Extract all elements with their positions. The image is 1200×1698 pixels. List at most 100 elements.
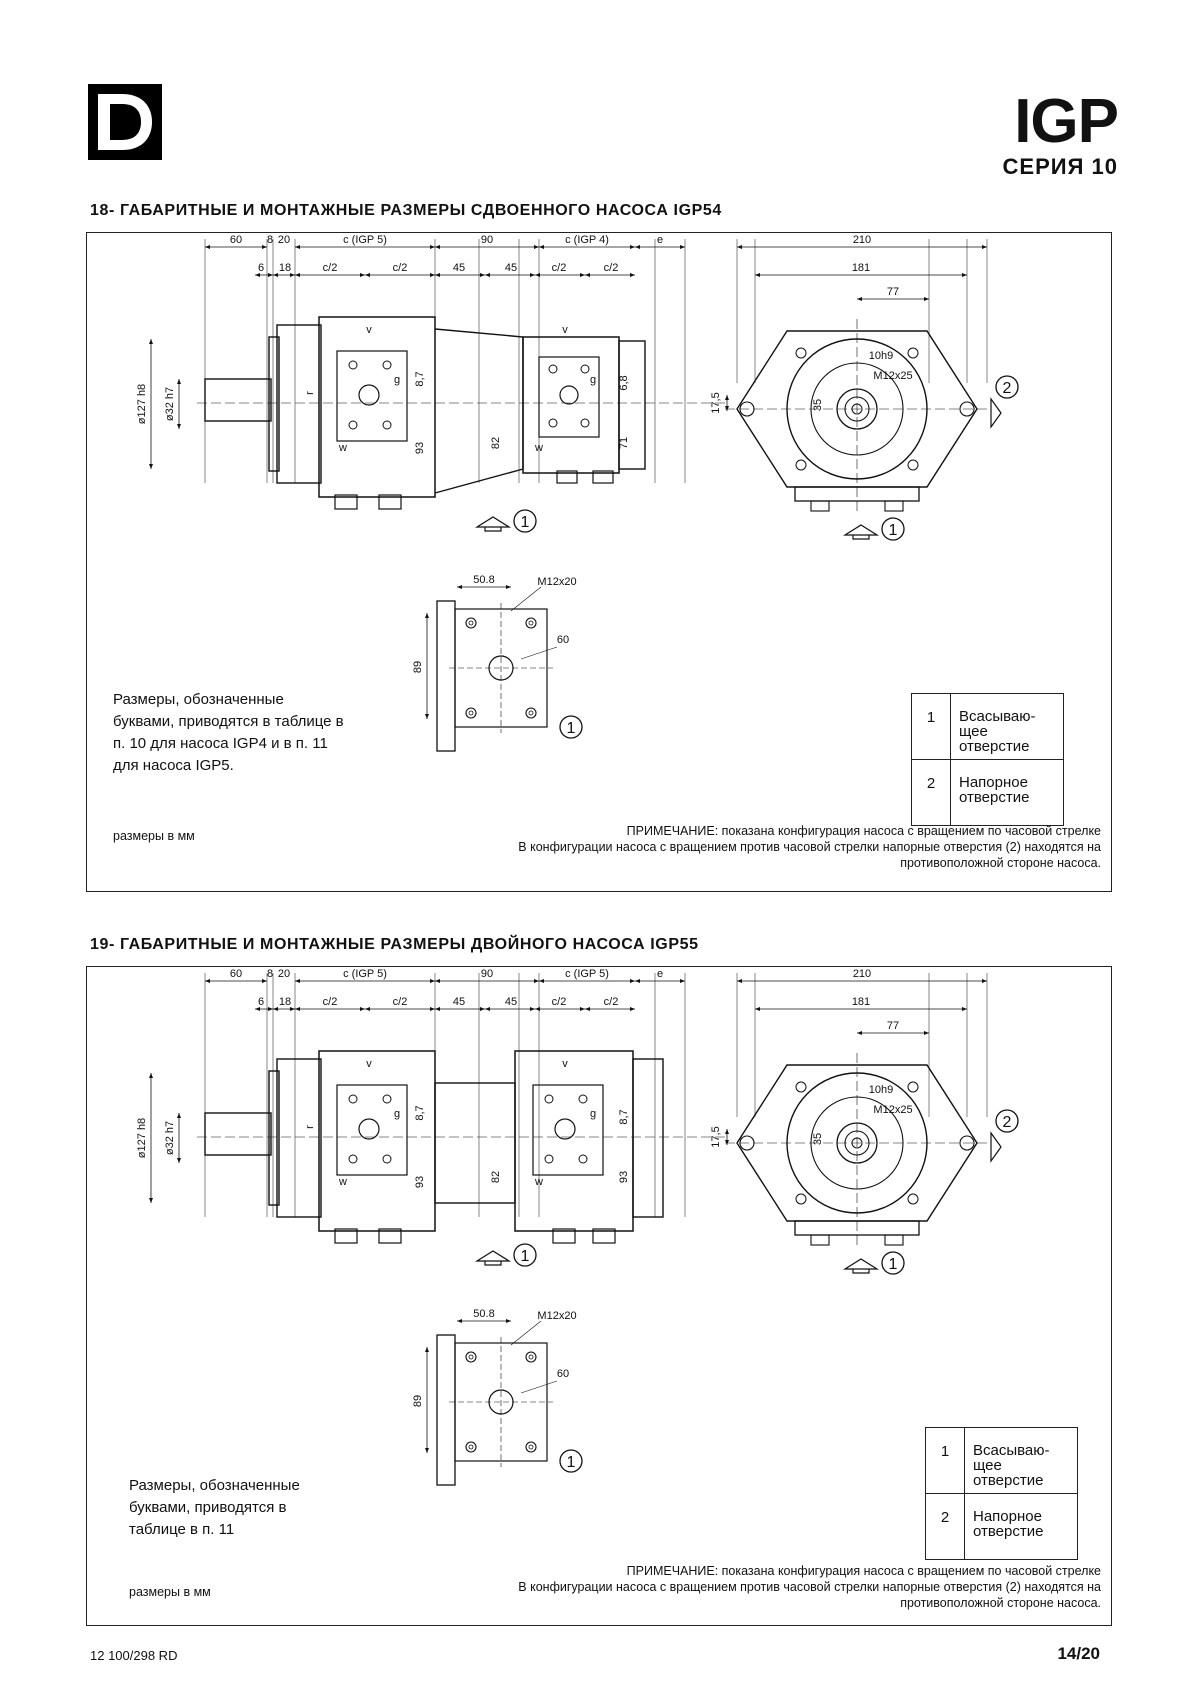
dimension-arrow	[480, 1007, 485, 1011]
dimension-arrow	[430, 1007, 435, 1011]
pump-port-flange	[336, 1084, 408, 1176]
dimension-label: 6,8	[618, 375, 630, 390]
bolt-hole	[468, 620, 474, 626]
dimension-label: 10h9	[869, 350, 893, 362]
legend-line: отверстие	[973, 1523, 1044, 1540]
dimension-label: 181	[852, 262, 870, 274]
note-line: В конфигурации насоса с вращением против…	[518, 1580, 1101, 1594]
mounting-flange	[268, 1070, 280, 1206]
mounting-flange	[436, 600, 456, 752]
bolt-hole	[525, 707, 537, 719]
dimension-label: 77	[887, 286, 899, 298]
dimension-label: v	[366, 324, 372, 336]
dimension-arrow	[425, 1448, 429, 1453]
dimension-label: c/2	[323, 262, 338, 274]
dimension-arrow	[580, 1007, 585, 1011]
dimension-arrow	[725, 1129, 729, 1134]
dimension-label: 2	[1003, 380, 1012, 397]
dimension-arrow	[262, 245, 267, 249]
brand-logo	[88, 84, 162, 160]
note-line: В конфигурации насоса с вращением против…	[518, 840, 1101, 854]
dimension-label: g	[590, 1108, 596, 1120]
dimension-arrow	[435, 273, 440, 277]
drawing-line	[510, 586, 542, 612]
dimension-label: 1	[567, 720, 576, 737]
dimension-label: 18	[279, 996, 291, 1008]
dimension-arrow	[485, 273, 490, 277]
dimension-label: 90	[481, 234, 493, 246]
dimension-label: 77	[887, 1020, 899, 1032]
dimension-label: 8	[267, 234, 273, 246]
note-line: буквами, приводятся в таблице в	[113, 713, 344, 730]
dimension-arrow	[273, 273, 278, 277]
bolt-hole	[525, 1351, 537, 1363]
note-line: ПРИМЕЧАНИЕ: показана конфигурация насоса…	[626, 824, 1101, 838]
dimension-arrow	[360, 273, 365, 277]
dimension-arrow	[205, 245, 210, 249]
pump-port-flange	[532, 1084, 604, 1176]
dimension-arrow	[539, 245, 544, 249]
dimension-arrow	[255, 1007, 260, 1011]
dimension-label: 82	[490, 437, 502, 449]
bolt-hole	[578, 1154, 588, 1164]
drawing-line	[510, 1320, 542, 1346]
dimension-label: 90	[481, 968, 493, 980]
drawing-line	[520, 646, 558, 660]
legend-line: отверстие	[973, 1472, 1044, 1489]
dimension-arrow	[177, 1158, 181, 1163]
port-fitting	[592, 470, 614, 484]
port-reference-circle	[513, 1243, 537, 1267]
dimension-label: 181	[852, 996, 870, 1008]
section-18-units: размеры в мм	[113, 829, 195, 843]
port-fitting	[556, 470, 578, 484]
flow-arrow-icon	[474, 516, 512, 532]
port-reference-circle	[995, 1109, 1019, 1133]
dimension-label: 45	[453, 262, 465, 274]
dimension-arrow	[425, 1347, 429, 1352]
port-reference-circle	[513, 509, 537, 533]
intermediate-housing	[434, 1082, 516, 1204]
legend-line: Всасываю-	[973, 1442, 1050, 1459]
dimension-arrow	[924, 1031, 929, 1035]
bolt-hole	[348, 420, 358, 430]
dimension-label: c (IGP 5)	[343, 968, 387, 980]
dimension-arrow	[268, 273, 273, 277]
dimension-label: g	[394, 1108, 400, 1120]
dimension-arrow	[435, 1007, 440, 1011]
dimension-label: 45	[505, 262, 517, 274]
dimension-label: 17,5	[710, 1126, 722, 1147]
dimension-label: ø127 h8	[136, 384, 148, 424]
note-line: Размеры, обозначенные	[129, 1477, 300, 1494]
dimension-arrow	[295, 273, 300, 277]
dimension-label: 1	[889, 1256, 898, 1273]
dimension-label: 71	[618, 437, 630, 449]
dimension-label: 1	[567, 1454, 576, 1471]
dimension-label: 8	[267, 968, 273, 980]
dimension-arrow	[857, 297, 862, 301]
section-19-heading: 19- ГАБАРИТНЫЕ И МОНТАЖНЫЕ РАЗМЕРЫ ДВОЙН…	[90, 936, 699, 953]
dimension-arrow	[737, 979, 742, 983]
legend-number: 2	[911, 759, 951, 826]
dimension-arrow	[737, 245, 742, 249]
dimension-label: 8,7	[414, 1105, 426, 1120]
bolt-hole	[795, 347, 807, 359]
section-19-letter-note: Размеры, обозначенные буквами, приводятс…	[129, 1475, 300, 1541]
mounting-slot	[959, 1135, 975, 1151]
dimension-arrow	[857, 1031, 862, 1035]
dimension-arrow	[480, 273, 485, 277]
dimension-label: v	[562, 1058, 568, 1070]
pump-body-front	[318, 316, 436, 498]
dimension-label: M12x25	[873, 370, 912, 382]
dimension-label: e	[657, 968, 663, 980]
bolt-hole	[382, 1154, 392, 1164]
bolt-hole	[465, 1351, 477, 1363]
dimension-arrow	[290, 1007, 295, 1011]
dimension-arrow	[149, 464, 153, 469]
